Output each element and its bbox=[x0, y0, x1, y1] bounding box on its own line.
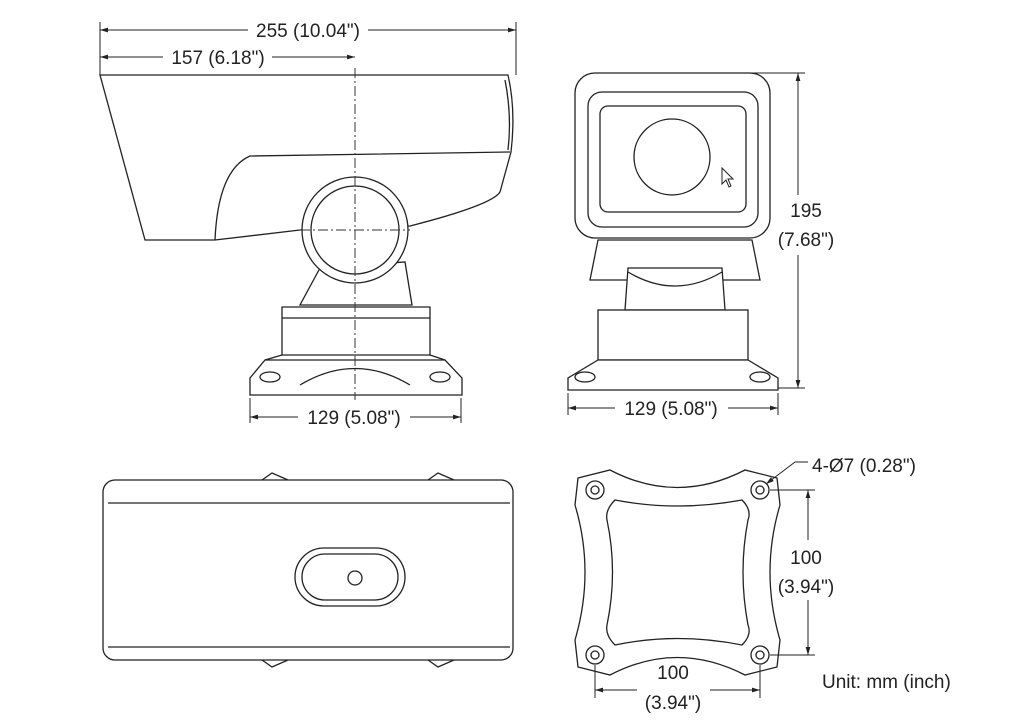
vertical-spacing-mm-label: 100 bbox=[790, 548, 822, 569]
unit-note: Unit: mm (inch) bbox=[822, 672, 951, 693]
hole-spec-label: 4-Ø7 (0.28") bbox=[812, 456, 916, 477]
front-base-width-label: 129 (5.08") bbox=[624, 399, 717, 420]
mouse-cursor-icon bbox=[721, 166, 735, 188]
side-dimensions: 255 (10.04") 157 (6.18") 129 (5.08") bbox=[99, 21, 517, 429]
side-view bbox=[99, 68, 514, 400]
overall-length-label: 255 (10.04") bbox=[256, 21, 360, 42]
front-view bbox=[567, 72, 779, 391]
front-dimensions: 195 (7.68") 129 (5.08") bbox=[567, 72, 834, 420]
mount-plate bbox=[574, 469, 781, 676]
plate-dimensions: 4-Ø7 (0.28") 100 (3.94") 100 (3.94") bbox=[594, 456, 916, 714]
mounting-holes bbox=[585, 480, 770, 665]
height-mm-label: 195 bbox=[790, 201, 822, 222]
horizontal-spacing-inch-label: (3.94") bbox=[645, 693, 701, 714]
vertical-spacing-inch-label: (3.94") bbox=[778, 577, 834, 598]
side-base-width-label: 129 (5.08") bbox=[307, 408, 400, 429]
horizontal-spacing-mm-label: 100 bbox=[657, 663, 689, 684]
height-inch-label: (7.68") bbox=[778, 230, 834, 251]
top-view bbox=[102, 472, 514, 668]
pivot-offset-label: 157 (6.18") bbox=[171, 48, 264, 69]
